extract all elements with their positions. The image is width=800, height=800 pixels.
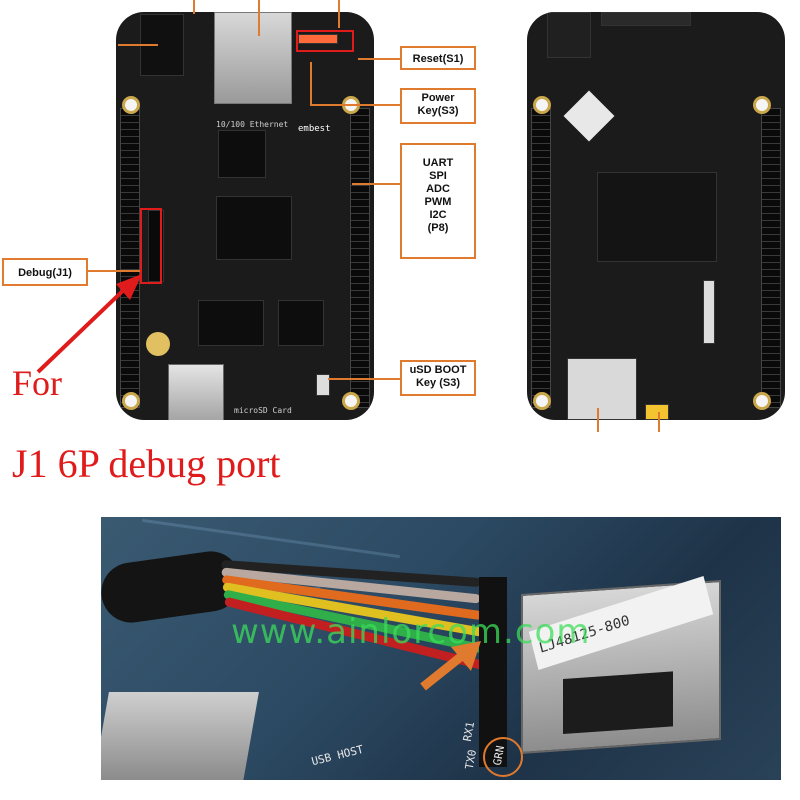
mount-hole xyxy=(122,392,140,410)
header-right xyxy=(761,108,781,408)
power-callout-line1: Power xyxy=(421,92,455,104)
back-components xyxy=(597,172,717,262)
mount-hole xyxy=(533,392,551,410)
emmc-chip xyxy=(278,300,324,346)
orange-arrow-icon xyxy=(420,641,481,691)
red-arrow-icon xyxy=(36,274,142,374)
mount-hole xyxy=(122,96,140,114)
interfaces-callout: UART SPI ADC PWM I2C (P8) xyxy=(400,143,476,259)
debug-callout: Debug(J1) xyxy=(2,258,88,286)
pcb-trace xyxy=(142,518,400,559)
led-highlight-box xyxy=(296,30,354,52)
rj45-socket xyxy=(563,671,673,735)
power-callout-line2: Key(S3) xyxy=(417,105,459,117)
boot-button xyxy=(316,374,330,396)
silk-ethernet: 10/100 Ethernet xyxy=(216,120,289,129)
watermark: www.ainlorcom.com xyxy=(231,612,591,652)
connector-top xyxy=(601,12,691,26)
silk-microsd: microSD Card xyxy=(234,406,292,415)
yellow-button xyxy=(645,404,669,420)
caption-for: For xyxy=(12,363,63,403)
mini-usb-port xyxy=(547,12,591,58)
interface-p8: (P8) xyxy=(427,222,449,234)
back-label-strip xyxy=(703,280,715,344)
user-leds xyxy=(298,34,338,44)
power-lead xyxy=(310,104,400,106)
back-lead xyxy=(597,408,599,432)
mount-hole xyxy=(342,392,360,410)
interface-adc: ADC xyxy=(426,183,450,195)
callout-lead xyxy=(338,0,340,28)
interfaces-lead xyxy=(352,183,400,185)
debug-highlight-box xyxy=(140,208,162,284)
processor-chip xyxy=(216,196,292,260)
mount-hole xyxy=(753,392,771,410)
interface-spi: SPI xyxy=(429,170,447,182)
logo-icon xyxy=(563,90,615,142)
ethernet-port xyxy=(214,12,292,104)
memory-chip xyxy=(198,300,264,346)
silk-brand: embest xyxy=(298,124,331,134)
usd-lead xyxy=(328,378,400,380)
power-callout: Power Key(S3) xyxy=(400,88,476,124)
usb-host-port xyxy=(168,364,224,420)
power-jack xyxy=(140,14,184,76)
mount-hole xyxy=(753,96,771,114)
reset-callout: Reset(S1) xyxy=(400,46,476,70)
power-lead-v xyxy=(310,62,312,106)
grn-highlight-ring xyxy=(483,737,523,777)
interface-uart: UART xyxy=(422,157,454,169)
debug-cable-photo: LJ48125-800 USB HOST RX1 TX0 GRN www.ain… xyxy=(101,517,781,780)
caption-j1-debug-port: J1 6P debug port xyxy=(12,441,281,486)
usd-callout-line1: uSD BOOT xyxy=(409,364,467,376)
debug-lead xyxy=(88,270,140,272)
callout-lead xyxy=(258,0,260,36)
beaglebone-front-board: 10/100 Ethernet embest microSD Card xyxy=(116,12,374,420)
chip-small xyxy=(218,130,266,178)
interface-pwm: PWM xyxy=(424,196,452,208)
debug-connector xyxy=(479,577,507,767)
usb-port-photo xyxy=(101,692,259,780)
usd-callout-line2: Key (S3) xyxy=(415,377,461,389)
interface-i2c: I2C xyxy=(429,209,447,221)
reset-lead xyxy=(358,58,400,60)
beaglebone-back-board xyxy=(527,12,785,420)
silk-tx0: TX0 xyxy=(462,748,480,771)
callout-lead xyxy=(118,44,158,46)
callout-lead xyxy=(193,0,195,14)
back-lead xyxy=(658,412,660,432)
usd-boot-callout: uSD BOOT Key (S3) xyxy=(400,360,476,396)
mount-hole xyxy=(533,96,551,114)
microsd-slot xyxy=(567,358,637,420)
capacitor xyxy=(146,332,170,356)
p8-header xyxy=(350,108,370,408)
silk-rx1: RX1 xyxy=(460,720,478,743)
rj45-jack: LJ48125-800 xyxy=(521,576,721,754)
header-left xyxy=(531,108,551,408)
silk-usb-host: USB HOST xyxy=(310,742,365,769)
